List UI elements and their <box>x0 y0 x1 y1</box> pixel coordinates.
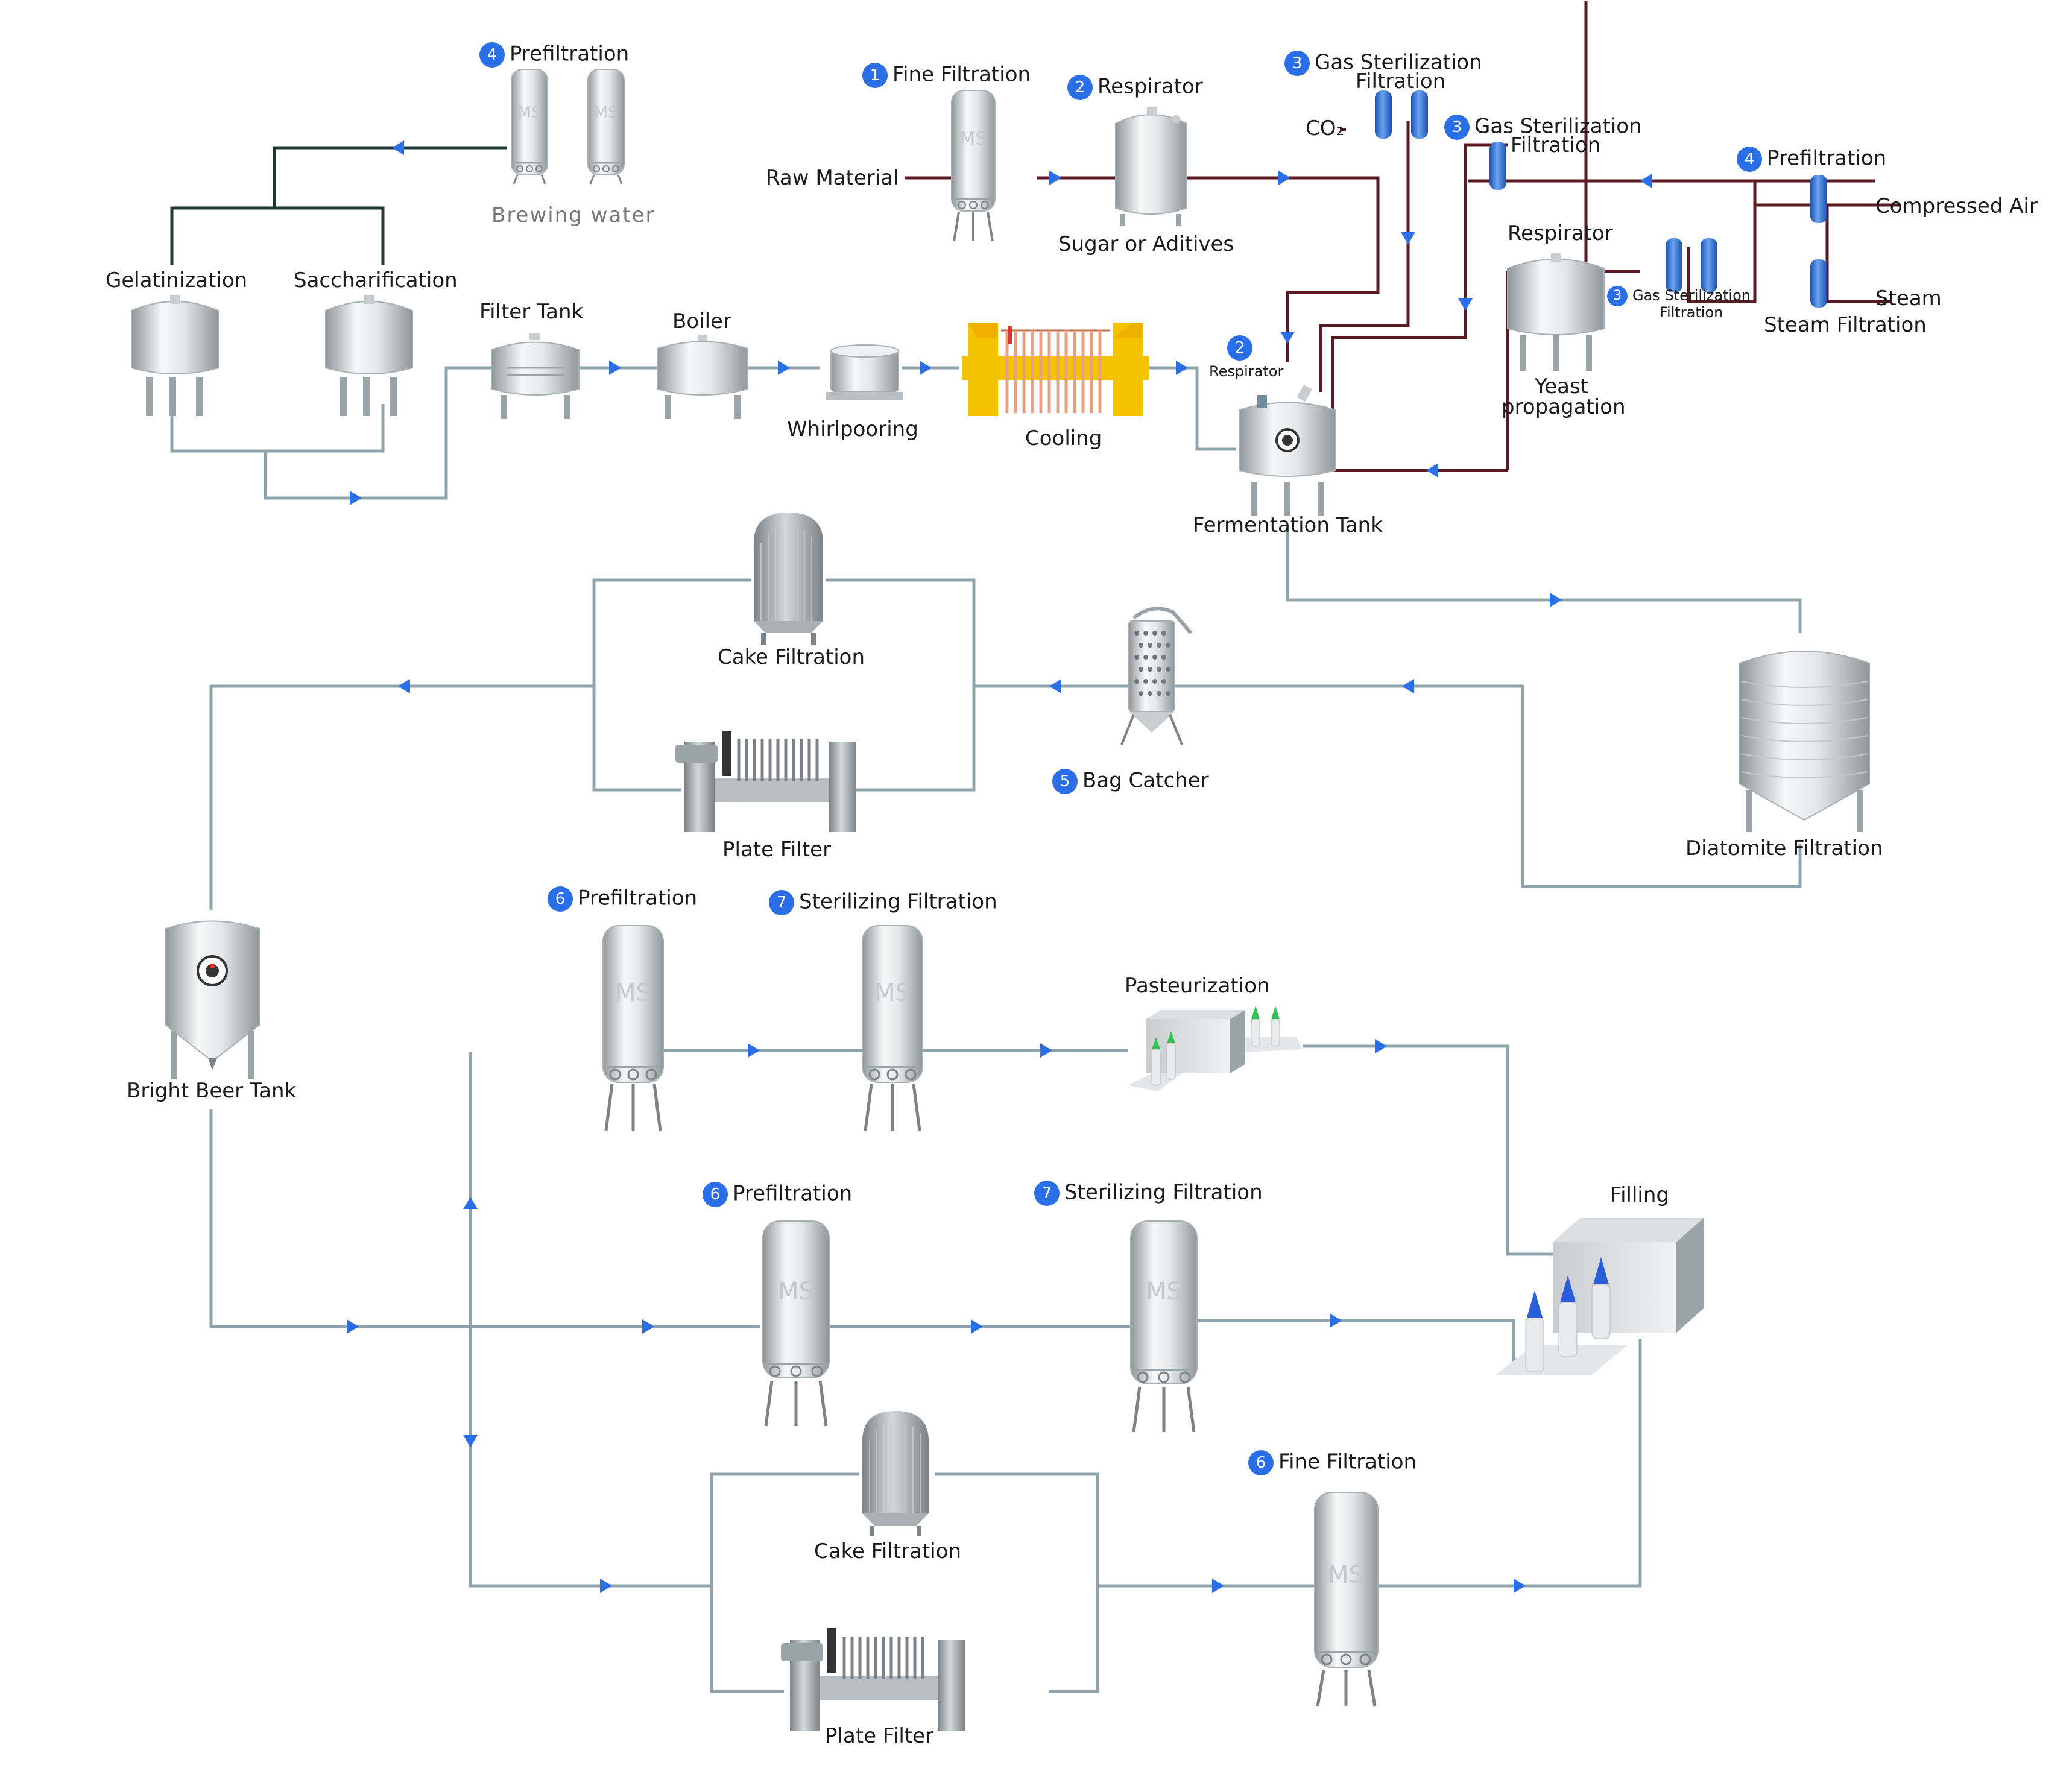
filter-tank-label: Filter Tank <box>479 300 584 324</box>
brewing-water-lines <box>170 146 507 265</box>
ms-mark: MS <box>1146 1278 1182 1305</box>
gas-sterilization-filters-co2 <box>1375 90 1428 139</box>
flow-arrows <box>347 140 1652 1593</box>
boiler-tank <box>657 335 748 419</box>
prefiltration-filter-6a <box>602 925 664 1131</box>
steam-gas-lines <box>905 1 1900 472</box>
compressed-air-label: Compressed Air <box>1875 194 2038 218</box>
steam-filter <box>1810 259 1827 308</box>
raw-material-label: Raw Material <box>766 166 899 190</box>
yeast-propagation-tank <box>1507 253 1605 371</box>
sugar-label: Sugar or Aditives <box>1058 232 1234 256</box>
gas-sterilization-c-label-line2: Filtration <box>1660 304 1723 321</box>
ms-mark: MS <box>960 128 987 150</box>
steam-label: Steam <box>1875 286 1942 311</box>
gelatinization-label: Gelatinization <box>106 268 248 292</box>
cooling-label: Cooling <box>1025 426 1102 450</box>
saccharification-tank <box>325 295 413 416</box>
plate-filter-1 <box>675 731 856 832</box>
bright-beer-label: Bright Beer Tank <box>127 1079 297 1103</box>
ms-mark: MS <box>874 979 911 1007</box>
yeast-label-line1: Yeast <box>1535 374 1589 399</box>
cake-filtration-1-label: Cake Filtration <box>718 645 865 669</box>
bright-beer-tank <box>165 920 260 1079</box>
saccharification-label: Saccharification <box>294 268 458 292</box>
gas-sterilization-a-label-line2: Filtration <box>1356 69 1446 93</box>
whirlpool-tank <box>826 344 903 400</box>
gas-sterilization-filters-yeast <box>1666 238 1717 292</box>
diatomite-filter-tank <box>1739 650 1870 832</box>
respirator-sugar-tank <box>1115 107 1187 226</box>
filling-label: Filling <box>1610 1183 1669 1207</box>
fine-filtration-filter-6 <box>1314 1492 1379 1707</box>
filling-machine <box>1496 1218 1704 1375</box>
gas-sterilization-b-label-line2: Filtration <box>1511 133 1601 157</box>
whirlpooring-label: Whirlpooring <box>787 417 918 441</box>
yeast-label-line2: propagation <box>1502 395 1626 419</box>
ms-mark: MS <box>778 1278 814 1305</box>
ms-mark: MS <box>1328 1561 1364 1589</box>
prefiltration-filter-6b <box>762 1220 830 1427</box>
bag-catcher <box>1120 607 1193 745</box>
prefiltration-air-filter <box>1810 175 1827 223</box>
ms-mark: MS <box>518 104 542 122</box>
filter-tank <box>491 333 580 419</box>
ms-mark: MS <box>615 979 651 1007</box>
plate-filter-2 <box>781 1628 965 1731</box>
product-lines <box>170 366 1802 1693</box>
pasteurization-tunnel <box>1128 1006 1303 1091</box>
cake-filtration-tank-1 <box>754 513 823 645</box>
prefiltration-filter-top-a <box>511 69 548 185</box>
steam-filtration-label: Steam Filtration <box>1764 313 1927 337</box>
sterilizing-filter-7a <box>862 925 923 1131</box>
cake-filtration-2-label: Cake Filtration <box>814 1539 962 1564</box>
plate-filter-1-label: Plate Filter <box>722 838 832 862</box>
ms-marks: MS MS MS MS MS MS MS MS <box>518 104 1364 1589</box>
fermentation-tank-label: Fermentation Tank <box>1193 513 1383 537</box>
brewing-water-label: Brewing water <box>491 203 655 227</box>
ms-mark: MS <box>595 104 618 122</box>
gas-sterilization-filter-b <box>1489 142 1506 190</box>
fine-filtration-filter-1 <box>951 90 996 242</box>
boiler-label: Boiler <box>672 309 731 333</box>
sterilizing-filter-7b <box>1130 1220 1198 1433</box>
prefiltration-filter-top-b <box>587 69 625 185</box>
plate-filter-2-label: Plate Filter <box>825 1724 934 1748</box>
diatomite-label: Diatomite Filtration <box>1685 836 1883 860</box>
cooling-plate-exchanger <box>962 323 1149 416</box>
pasteurization-label: Pasteurization <box>1125 974 1270 998</box>
gelatinization-tank <box>131 295 219 416</box>
respirator-yeast-label: Respirator <box>1508 221 1613 245</box>
fermentation-tank <box>1239 384 1336 516</box>
cake-filtration-tank-2 <box>862 1411 929 1536</box>
co2-label: CO₂ <box>1306 116 1345 140</box>
